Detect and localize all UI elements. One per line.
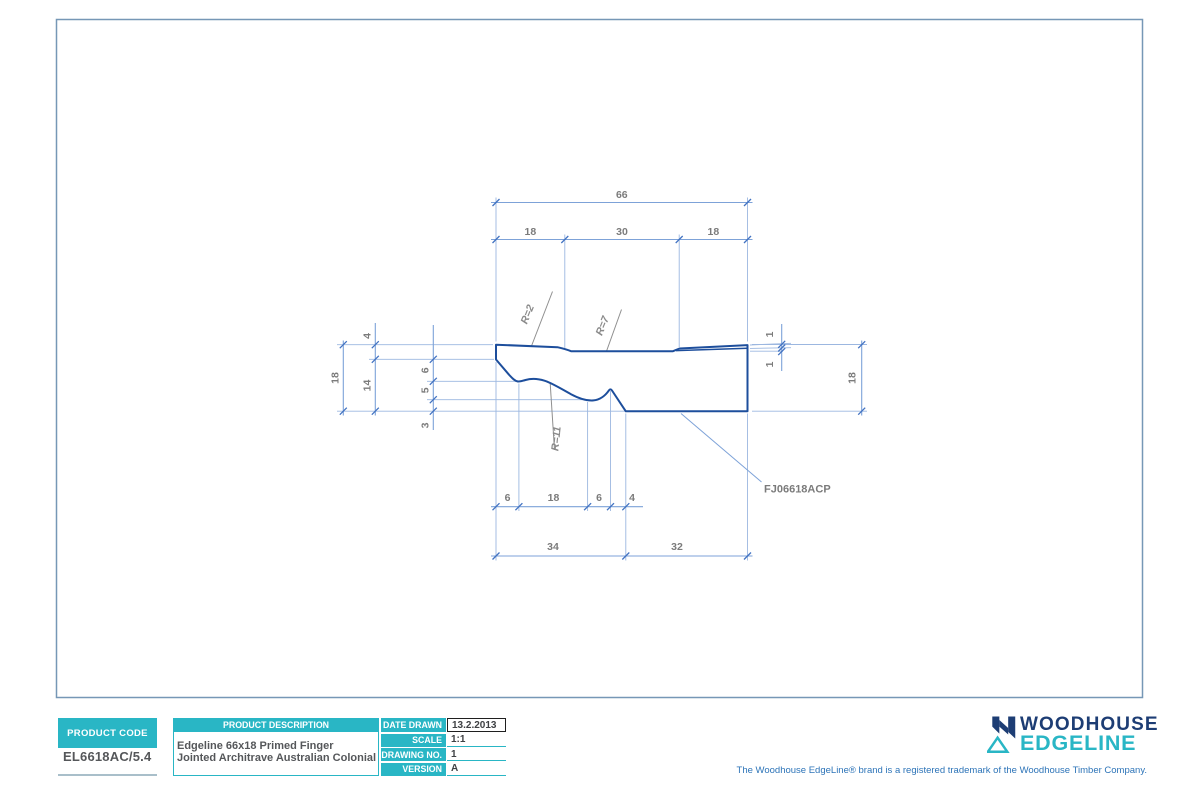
dim-label-bottom-seg2: 18 bbox=[548, 492, 560, 504]
profile-outline bbox=[495, 343, 749, 413]
scale-label: SCALE bbox=[381, 733, 446, 747]
dim-label-bottom-seg3: 6 bbox=[596, 492, 602, 504]
dim-label-bottom-34: 34 bbox=[547, 541, 559, 553]
product-description-line1: Edgeline 66x18 Primed Finger bbox=[177, 740, 334, 752]
date-drawn-label: DATE DRAWN bbox=[381, 718, 446, 732]
part-code-label: FJ06618ACP bbox=[764, 484, 831, 496]
dimension-lines bbox=[342, 201, 863, 557]
dim-label-top-total: 66 bbox=[616, 189, 628, 201]
dim-label-top-seg1: 18 bbox=[525, 226, 537, 238]
tick-marks bbox=[339, 198, 866, 560]
radius-label-r11: R=11 bbox=[549, 426, 564, 452]
product-code-rule bbox=[58, 774, 157, 776]
product-code-header: PRODUCT CODE bbox=[58, 718, 157, 748]
dim-label-right-1b: 1 bbox=[764, 361, 776, 367]
logo-edgeline-text: EDGELINE bbox=[1020, 731, 1137, 755]
radius-label-r2: R=2 bbox=[518, 303, 537, 326]
drawing-no-value: 1 bbox=[447, 748, 506, 761]
radius-label-r7: R=7 bbox=[593, 313, 612, 337]
part-code-leader bbox=[680, 413, 762, 483]
woodhouse-logo-icon bbox=[987, 716, 1016, 753]
dim-label-right-total: 18 bbox=[847, 372, 859, 384]
product-code-value: EL6618AC/5.4 bbox=[63, 749, 152, 764]
product-description-body: Edgeline 66x18 Primed Finger Jointed Arc… bbox=[173, 732, 379, 776]
version-value: A bbox=[447, 762, 506, 776]
extension-lines bbox=[337, 197, 867, 561]
dim-label-top-seg3: 18 bbox=[708, 226, 720, 238]
dim-label-right-1a: 1 bbox=[764, 331, 776, 337]
drawing-no-label: DRAWING NO. bbox=[381, 748, 446, 761]
date-drawn-value: 13.2.2013 bbox=[447, 718, 506, 732]
profile-edge-detail bbox=[675, 347, 748, 352]
dim-label-bottom-seg4: 4 bbox=[629, 492, 635, 504]
dim-label-top-seg2: 30 bbox=[616, 226, 628, 238]
dim-label-left-5: 5 bbox=[420, 387, 432, 393]
dim-label-left-4: 4 bbox=[362, 333, 374, 339]
dim-label-left-6: 6 bbox=[420, 367, 432, 373]
dim-label-left-14: 14 bbox=[362, 380, 374, 392]
dim-label-bottom-seg1: 6 bbox=[505, 492, 511, 504]
dim-label-left-total: 18 bbox=[330, 372, 342, 384]
product-description-header: PRODUCT DESCRIPTION bbox=[173, 718, 379, 732]
dim-label-bottom-32: 32 bbox=[671, 541, 683, 553]
logo-woodhouse-text: WOODHOUSE bbox=[1020, 714, 1159, 735]
dim-label-left-3: 3 bbox=[420, 422, 432, 428]
sheet-border bbox=[55, 18, 1144, 699]
product-description-line2: Jointed Architrave Australian Colonial bbox=[177, 751, 377, 764]
version-label: VERSION bbox=[381, 762, 446, 776]
scale-value: 1:1 bbox=[447, 733, 506, 747]
trademark-footer: The Woodhouse EdgeLine® brand is a regis… bbox=[736, 765, 1147, 776]
